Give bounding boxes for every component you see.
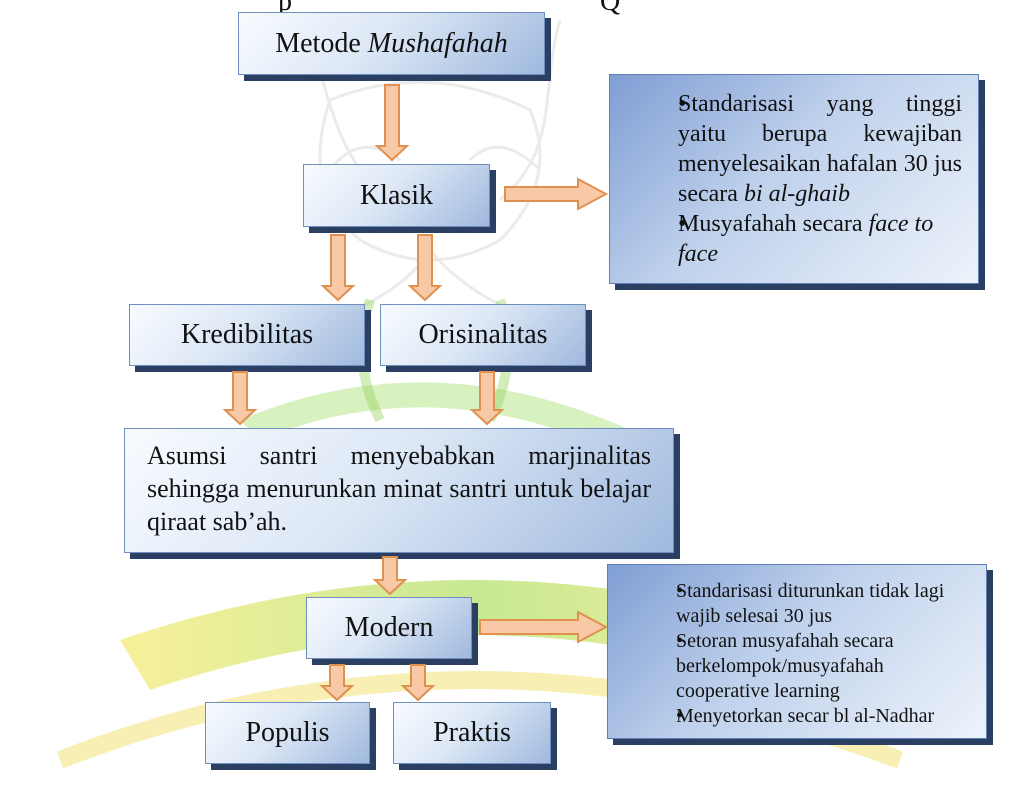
credibility-label: Kredibilitas — [180, 319, 314, 350]
method-label: Metode Mushafahah — [275, 28, 508, 60]
modern-notes-list: Standarisasi diturunkan tidak lagi wajib… — [608, 565, 986, 729]
classic-notes-list: Standarisasi yang tinggi yaitu berupa ke… — [610, 75, 978, 269]
arrow-originality-to-assumption — [469, 371, 505, 426]
classic-note-2-italic: face to face — [678, 211, 934, 267]
method-label-italic: Mushafahah — [367, 27, 508, 59]
classic-label: Klasik — [359, 179, 434, 211]
modern-notes-box: Standarisasi diturunkan tidak lagi wajib… — [607, 564, 987, 739]
modern-note-item: Standarisasi diturunkan tidak lagi wajib… — [676, 579, 976, 629]
practical-box: Praktis — [393, 702, 551, 764]
classic-notes-box: Standarisasi yang tinggi yaitu berupa ke… — [609, 74, 979, 284]
originality-label: Orisinalitas — [418, 319, 548, 350]
classic-note-item: Standarisasi yang tinggi yaitu berupa ke… — [678, 89, 962, 209]
assumption-text: Asumsi santri menyebabkan marjinalitas s… — [147, 441, 651, 536]
originality-box: Orisinalitas — [380, 304, 586, 366]
assumption-box: Asumsi santri menyebabkan marjinalitas s… — [124, 428, 674, 553]
arrow-assumption-to-modern — [372, 556, 408, 596]
modern-label: Modern — [344, 612, 434, 643]
credibility-box: Kredibilitas — [129, 304, 365, 366]
modern-box: Modern — [306, 597, 472, 659]
modern-note-item: Menyetorkan secar bl al-Nadhar — [676, 704, 976, 729]
classic-note-1-italic: bi al-ghaib — [743, 181, 850, 207]
practical-label: Praktis — [433, 717, 511, 748]
method-box: Metode Mushafahah — [238, 12, 545, 75]
classic-note-item: Musyafahah secara face to face — [678, 209, 962, 269]
arrow-method-to-classic — [374, 84, 410, 162]
populist-label: Populis — [245, 717, 330, 748]
arrow-modern-to-notes — [479, 610, 609, 644]
arrow-classic-to-credibility — [320, 234, 356, 302]
method-label-prefix: Metode — [275, 27, 368, 59]
populist-box: Populis — [205, 702, 370, 764]
arrow-modern-to-practical — [400, 664, 436, 702]
arrow-classic-to-notes — [504, 177, 609, 211]
classic-box: Klasik — [303, 164, 490, 227]
arrow-classic-to-originality — [407, 234, 443, 302]
classic-note-1-text: Standarisasi yang tinggi yaitu berupa ke… — [678, 91, 962, 207]
arrow-modern-to-populist — [319, 664, 355, 702]
arrow-credibility-to-assumption — [222, 371, 258, 426]
classic-note-2-text: Musyafahah secara — [678, 211, 869, 237]
modern-note-item: Setoran musyafahah secara berkelompok/mu… — [676, 629, 976, 704]
